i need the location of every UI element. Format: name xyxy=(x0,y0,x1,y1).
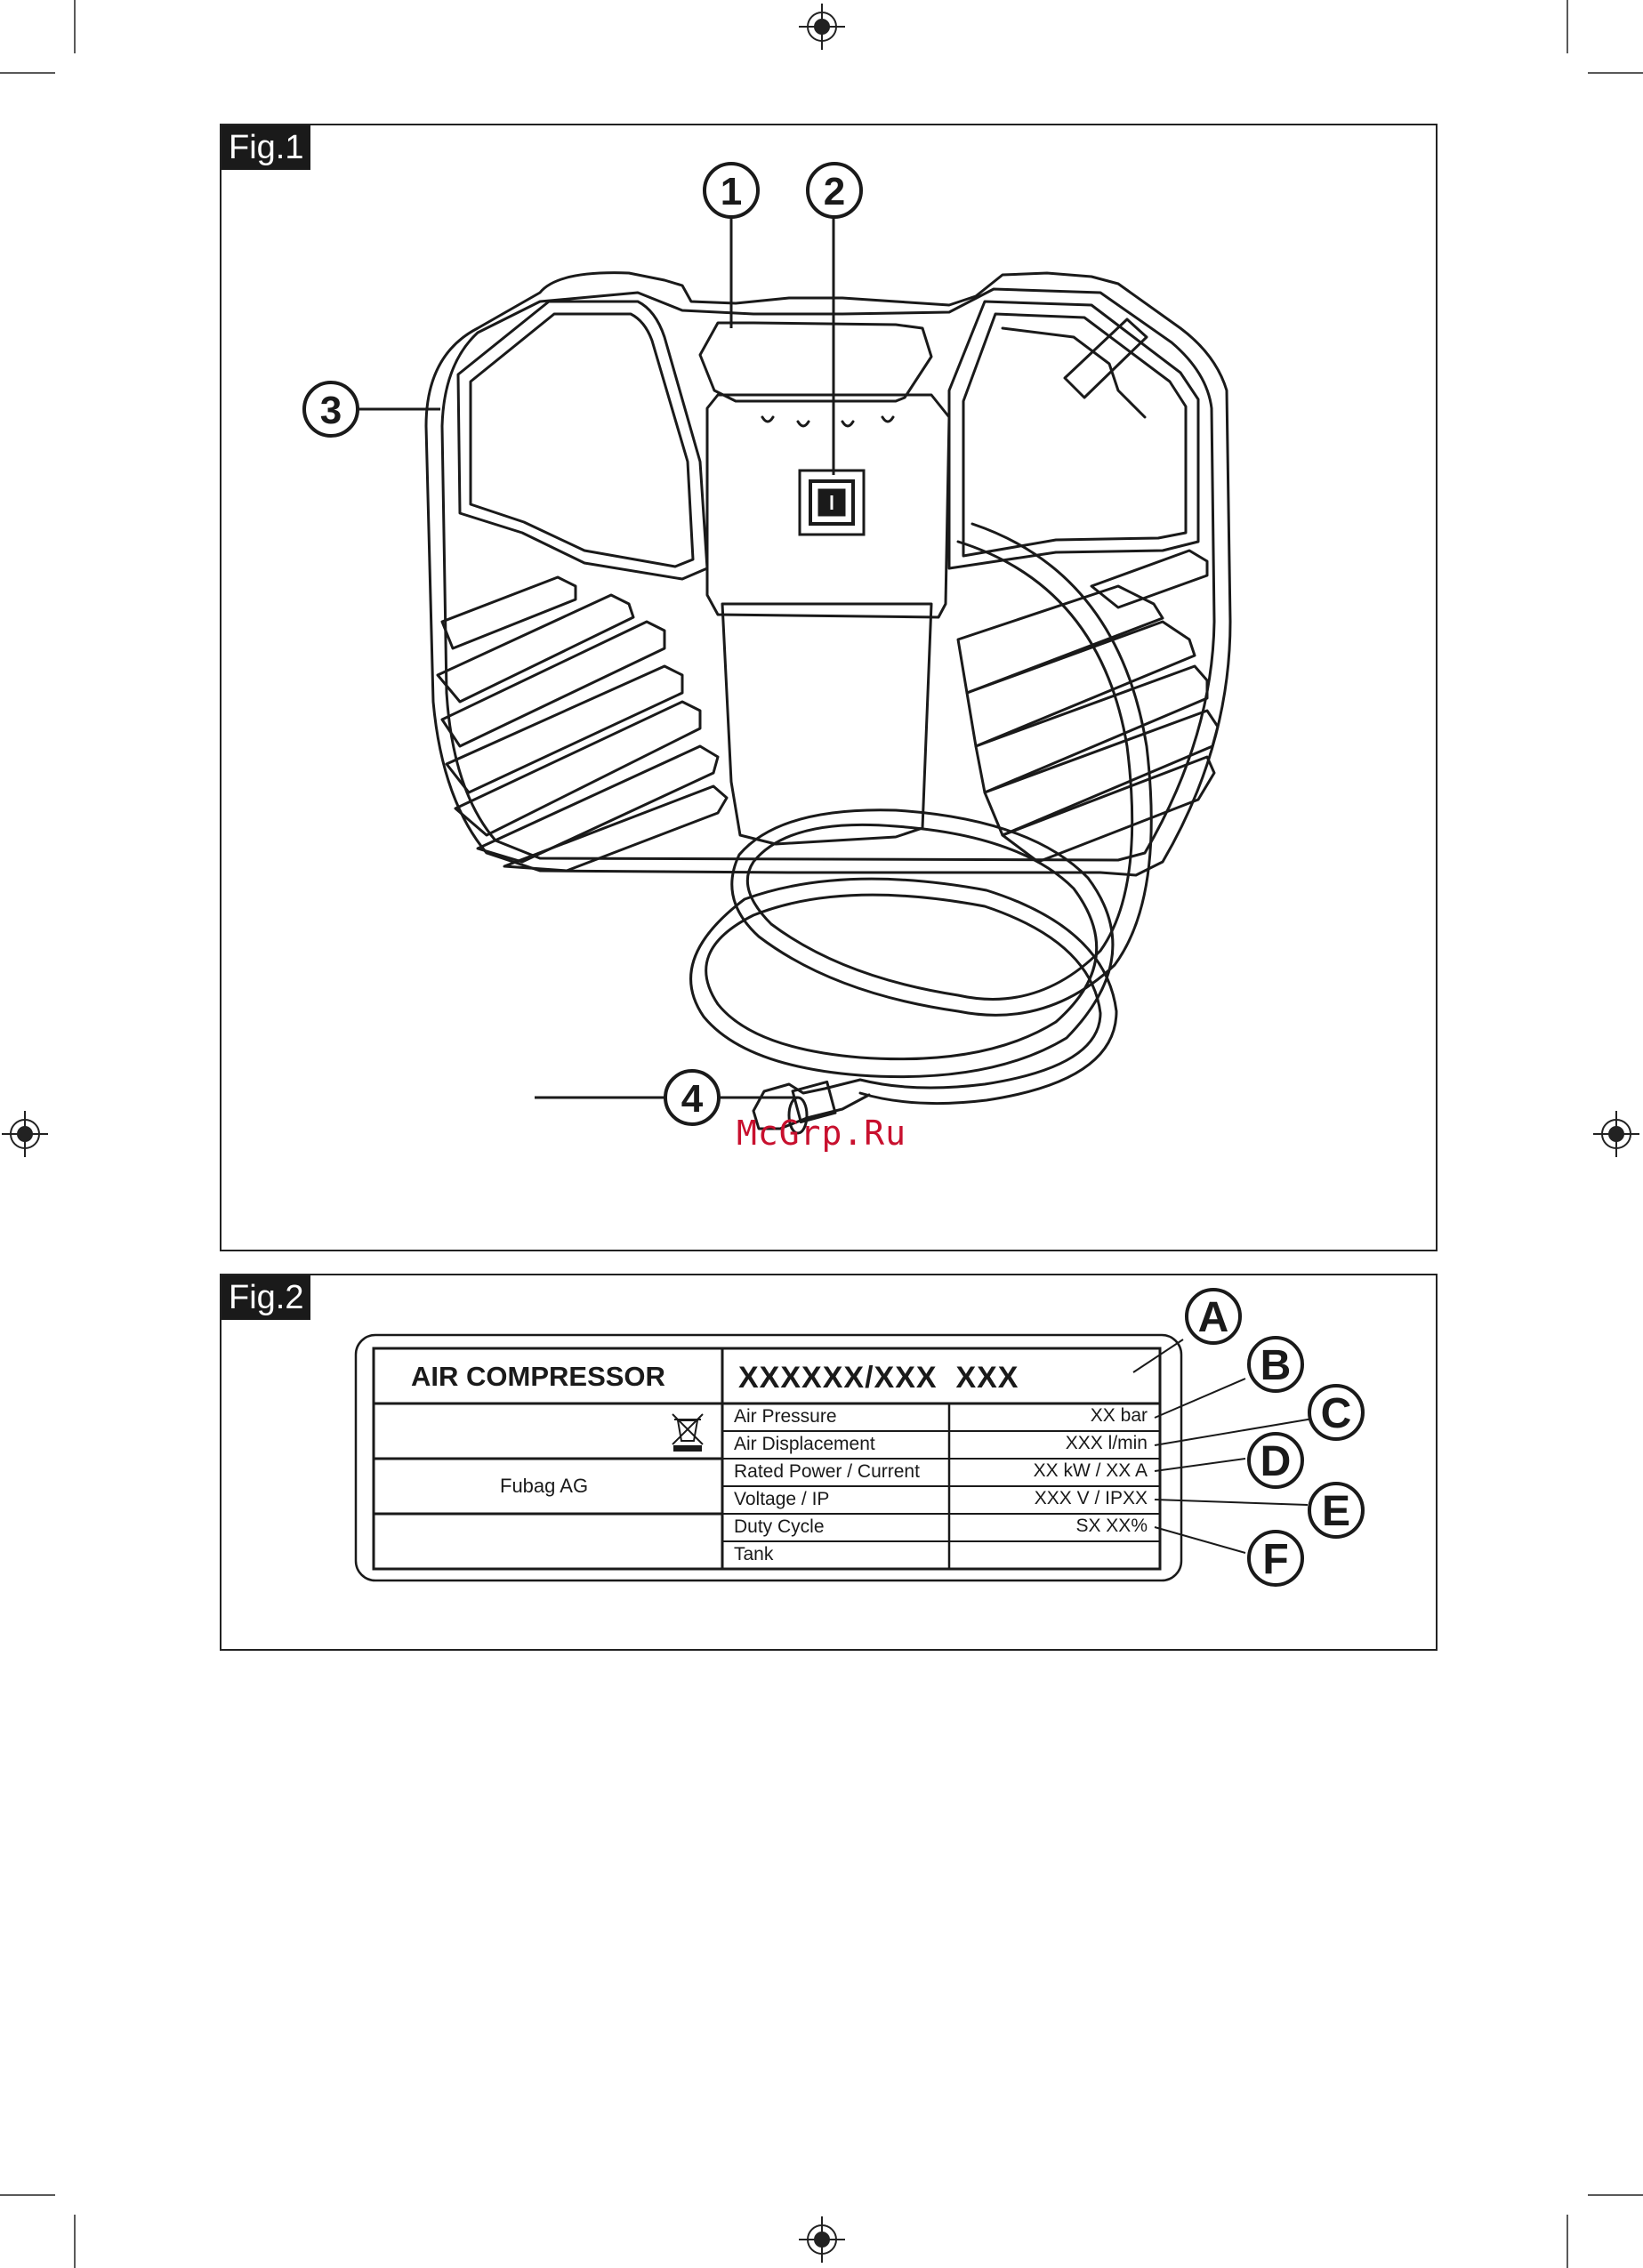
plate-row-value: XX kW / XX A xyxy=(1034,1460,1148,1482)
plate-row-value: XXX l/min xyxy=(1066,1433,1148,1454)
plate-row-label: Voltage / IP xyxy=(734,1489,829,1510)
plate-row-label: Tank xyxy=(734,1544,773,1565)
plate-model: XXXXXX/XXX XXX xyxy=(738,1361,1019,1395)
callout-f: F xyxy=(1262,1536,1288,1583)
callout-a: A xyxy=(1198,1294,1229,1341)
callout-c: C xyxy=(1321,1390,1352,1437)
weee-bin-icon xyxy=(673,1414,703,1451)
callout-e: E xyxy=(1322,1488,1350,1535)
plate-row-label: Duty Cycle xyxy=(734,1516,825,1538)
plate-row-value: XX bar xyxy=(1091,1405,1148,1427)
plate-row-value: SX XX% xyxy=(1075,1516,1148,1537)
plate-row-value: XXX V / IPXX xyxy=(1035,1488,1148,1509)
callout-b: B xyxy=(1260,1342,1292,1389)
plate-row-label: Air Displacement xyxy=(734,1434,875,1455)
plate-row-label: Rated Power / Current xyxy=(734,1461,920,1483)
plate-product-name: AIR COMPRESSOR xyxy=(411,1361,665,1393)
callout-d: D xyxy=(1260,1438,1292,1485)
plate-manufacturer: Fubag AG xyxy=(500,1475,588,1498)
plate-row-label: Air Pressure xyxy=(734,1406,837,1428)
